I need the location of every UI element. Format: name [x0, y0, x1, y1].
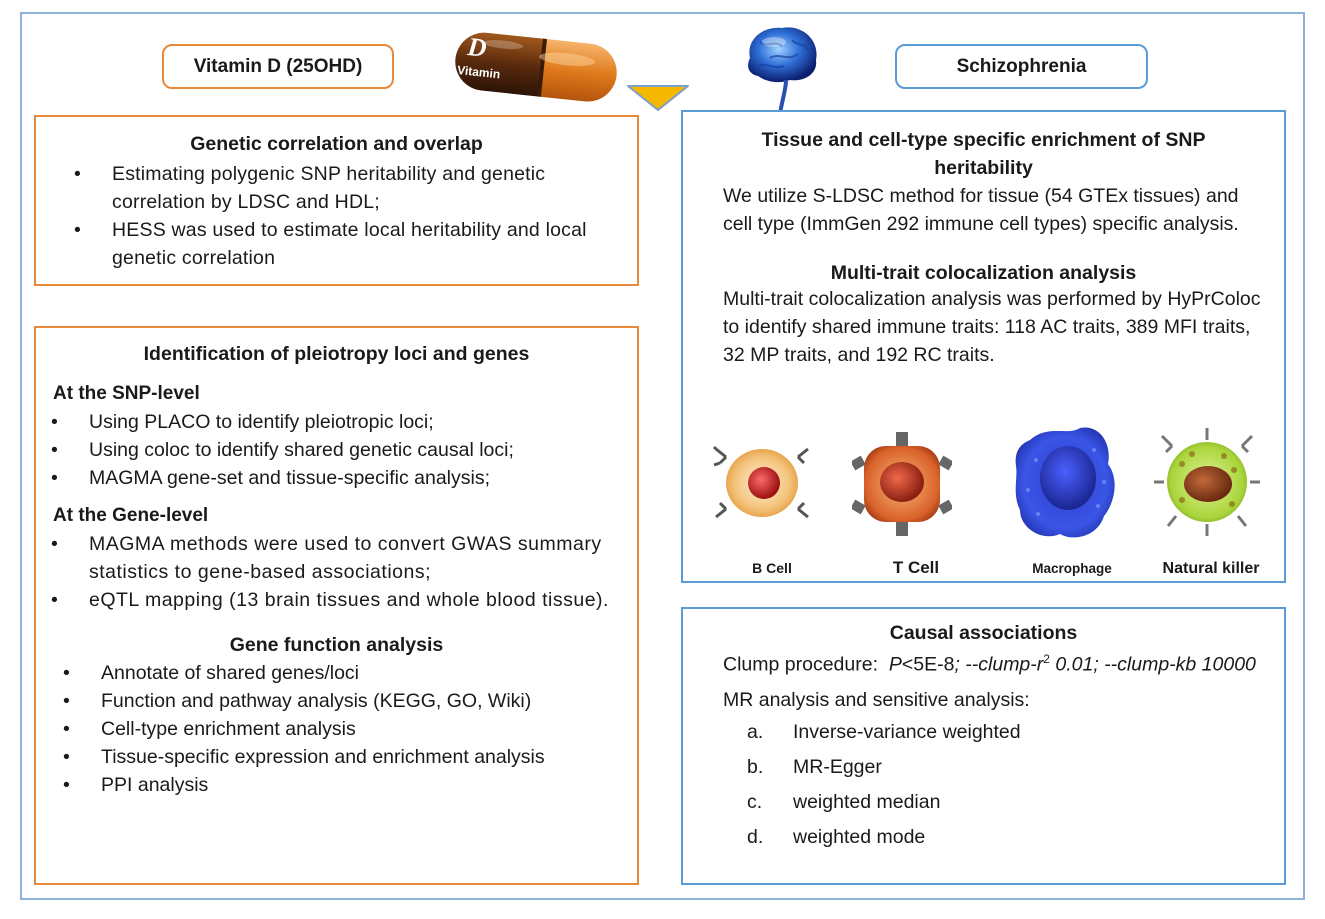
clump-prefix: Clump procedure:: [723, 653, 878, 676]
list-item: Using coloc to identify shared genetic c…: [36, 436, 637, 464]
list-item: Annotate of shared genes/loci: [36, 659, 637, 687]
clump-threshold: <5E-8: [901, 653, 955, 676]
mr-methods-list: a. Inverse-variance weighted b. MR-Egger c…: [723, 715, 1284, 855]
vitamin-d-label: Vitamin D (25OHD): [162, 44, 394, 89]
method-label: MR-Egger: [793, 755, 882, 778]
list-item: MAGMA methods were used to convert GWAS …: [36, 530, 623, 586]
list-item: Function and pathway analysis (KEGG, GO,…: [36, 687, 637, 715]
t-cell-label: T Cell: [892, 558, 940, 577]
pleiotropy-box: Identification of pleiotropy loci and ge…: [34, 326, 639, 885]
list-item: Cell-type enrichment analysis: [36, 715, 637, 743]
list-item: a. Inverse-variance weighted: [723, 715, 1284, 750]
list-marker: a.: [747, 720, 764, 743]
colocalization-title: Multi-trait colocalization analysis: [830, 262, 1137, 284]
list-marker: c.: [747, 790, 763, 813]
list-item: c. weighted median: [723, 785, 1284, 820]
list-item: eQTL mapping (13 brain tissues and whole…: [36, 586, 623, 614]
genetic-correlation-list: Estimating polygenic SNP heritability an…: [36, 160, 637, 272]
snp-level-list: Using PLACO to identify pleiotropic loci…: [36, 408, 637, 492]
capsule-vitamin-text: Vitamin: [457, 63, 501, 81]
genetic-correlation-title: Genetic correlation and overlap: [190, 133, 483, 155]
list-item: b. MR-Egger: [723, 750, 1284, 785]
gene-level-list: MAGMA methods were used to convert GWAS …: [36, 530, 637, 614]
method-label: weighted median: [793, 790, 941, 813]
list-item: MAGMA gene-set and tissue-specific analy…: [36, 464, 637, 492]
clump-p: P: [888, 653, 902, 676]
list-item: Estimating polygenic SNP heritability an…: [36, 160, 637, 216]
causal-associations-title: Causal associations: [889, 622, 1078, 644]
colocalization-text: Multi-trait colocalization analysis was …: [723, 288, 1261, 366]
list-marker: b.: [747, 755, 764, 778]
tissue-enrichment-text: We utilize S-LDSC method for tissue (54 …: [723, 185, 1239, 235]
t-cell-icon: [852, 432, 952, 536]
natural-killer-label: Natural killer: [1162, 560, 1260, 577]
method-label: Inverse-variance weighted: [793, 720, 1021, 743]
macrophage-label: Macrophage: [1032, 561, 1112, 576]
macrophage-icon: [1015, 427, 1115, 538]
clump-procedure: Clump procedure: P<5E-8; --clump-r2 0.01…: [723, 645, 1270, 679]
schizophrenia-label-text: Schizophrenia: [956, 55, 1087, 77]
list-item: Tissue-specific expression and enrichmen…: [36, 743, 637, 771]
vitamin-d-label-text: Vitamin D (25OHD): [193, 55, 363, 77]
list-item: d. weighted mode: [723, 820, 1284, 855]
causal-associations-box: Causal associations Clump procedure: P<5…: [681, 607, 1286, 885]
clump-params: ; --clump-r: [954, 653, 1044, 676]
clump-sup: 2: [1043, 652, 1050, 666]
genetic-correlation-box: Genetic correlation and overlap Estimati…: [34, 115, 639, 286]
list-item: HESS was used to estimate local heritabi…: [36, 216, 637, 272]
snp-level-heading: At the SNP-level: [53, 383, 200, 404]
brain-icon: [748, 27, 817, 115]
gene-function-title: Gene function analysis: [229, 634, 444, 656]
list-marker: d.: [747, 825, 764, 848]
outer-frame: [20, 12, 1305, 900]
mr-analysis-line: MR analysis and sensitive analysis:: [723, 688, 1030, 711]
list-item: Using PLACO to identify pleiotropic loci…: [36, 408, 637, 436]
natural-killer-icon: [1154, 428, 1260, 536]
gene-level-heading: At the Gene-level: [53, 505, 209, 526]
schizophrenia-label: Schizophrenia: [895, 44, 1148, 89]
gene-function-list: Annotate of shared genes/loci Function a…: [36, 659, 637, 799]
b-cell-icon: [712, 445, 809, 519]
pleiotropy-title: Identification of pleiotropy loci and ge…: [143, 343, 530, 365]
list-item: PPI analysis: [36, 771, 637, 799]
down-arrow-icon: [627, 85, 689, 111]
vitamin-d-capsule-icon: D Vitamin: [455, 32, 617, 102]
capsule-d-text: D: [465, 32, 488, 63]
b-cell-label: B Cell: [752, 560, 792, 576]
method-label: weighted mode: [793, 825, 926, 848]
tissue-enrichment-title: Tissue and cell-type specific enrichment…: [761, 129, 1206, 179]
clump-params-rest: 0.01; --clump-kb 10000: [1049, 653, 1256, 676]
